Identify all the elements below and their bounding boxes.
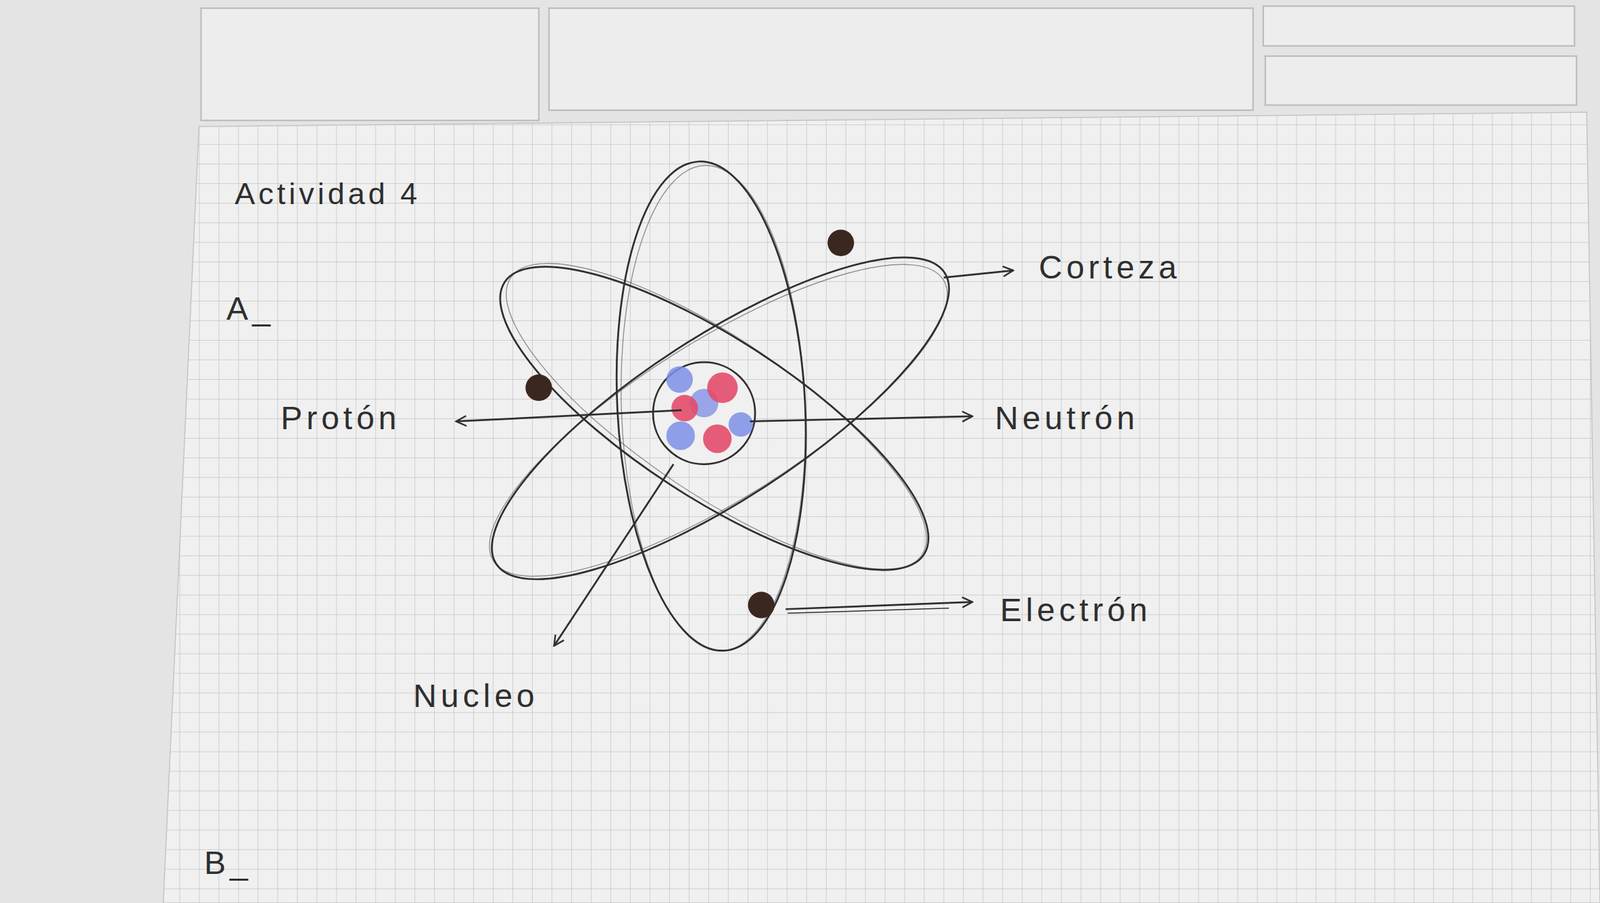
orbit (450, 156, 989, 656)
nucleus (652, 362, 756, 465)
activity-title: Actividad 4 (234, 177, 421, 211)
header-box (200, 6, 1577, 121)
part-label: Corteza (1038, 249, 1181, 286)
electron (525, 229, 854, 619)
part-label: Protón (280, 400, 401, 437)
part-label: Neutrón (995, 400, 1139, 437)
part-label: A_ (226, 291, 275, 328)
part-label: B_ (204, 845, 253, 882)
graph-paper (163, 112, 1600, 903)
leader-arrow (456, 270, 1014, 647)
part-label: Electrón (999, 592, 1152, 628)
part-label: Nucleo (413, 677, 539, 714)
paper-grid (163, 112, 1600, 903)
